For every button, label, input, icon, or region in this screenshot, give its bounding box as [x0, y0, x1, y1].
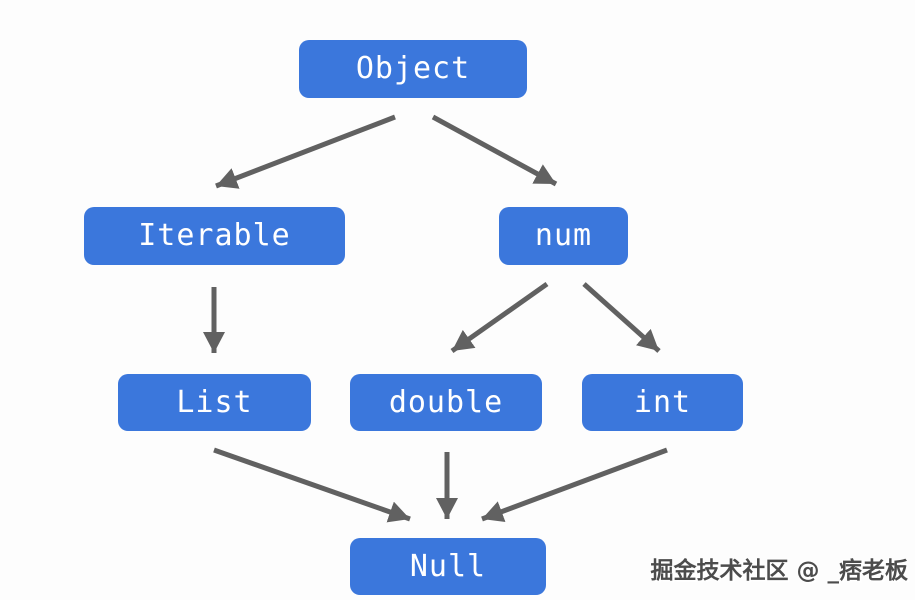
edge-object-iterable — [215, 114, 396, 189]
node-int: int — [582, 374, 743, 431]
node-num: num — [499, 207, 628, 265]
edge-object-num — [431, 114, 558, 187]
edge-num-int — [582, 282, 661, 353]
edge-num-double — [450, 281, 549, 354]
watermark: 掘金技术社区 @ _痞老板 — [650, 558, 908, 584]
node-null: Null — [350, 538, 546, 595]
node-list: List — [118, 374, 311, 431]
node-object: Object — [299, 40, 527, 98]
node-iterable: Iterable — [84, 207, 345, 265]
edge-int-null — [481, 447, 668, 522]
node-double: double — [350, 374, 542, 431]
edge-list-null — [213, 447, 411, 523]
